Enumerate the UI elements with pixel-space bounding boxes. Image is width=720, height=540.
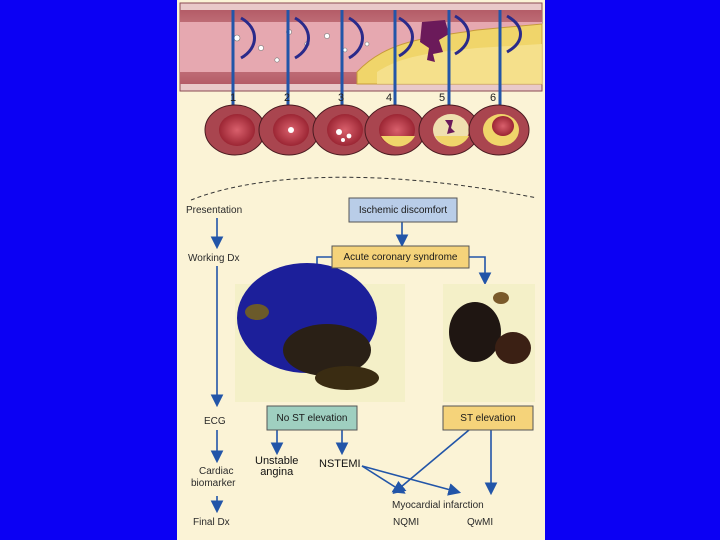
acs-box: Acute coronary syndrome	[343, 251, 458, 263]
figure-panel: 1 2 3 4 5 6 Presentation Working Dx ECG …	[177, 0, 545, 540]
presentation-label: Presentation	[186, 205, 243, 216]
cross-sections	[204, 104, 530, 156]
angioscopy-photo-left	[235, 263, 405, 402]
unstable-label: Unstable	[255, 455, 299, 467]
stage-number-1: 1	[230, 92, 237, 104]
cross-section-4	[364, 104, 426, 156]
unstable-angina-label: Unstable angina	[255, 456, 298, 478]
qwmi-label: QwMI	[467, 517, 494, 528]
acs-diagram	[179, 2, 543, 514]
myocardial-infarction-label: Myocardial infarction	[392, 500, 484, 511]
working-dx-label: Working Dx	[188, 253, 240, 264]
cross-section-3	[312, 104, 374, 156]
stage-number-4: 4	[386, 92, 393, 104]
cardiac-label: Cardiac	[199, 466, 234, 477]
nqmi-label: NQMI	[393, 517, 420, 528]
st-elevation-box: ST elevation	[460, 412, 516, 424]
cardiac-biomarker-label: Cardiac biomarker	[191, 466, 235, 490]
biomarker-label: biomarker	[191, 478, 236, 489]
cross-section-1	[204, 104, 266, 156]
angioscopy-photo-right	[443, 284, 535, 402]
stage-number-3: 3	[338, 92, 345, 104]
ecg-label: ECG	[204, 416, 226, 427]
artery-longitudinal	[179, 2, 543, 118]
no-st-elevation-box: No ST elevation	[276, 412, 348, 424]
ischemic-discomfort-box: Ischemic discomfort	[358, 204, 448, 216]
nstemi-label: NSTEMI	[319, 458, 361, 470]
cross-section-6	[468, 104, 530, 156]
final-dx-label: Final Dx	[193, 517, 230, 528]
stage-number-5: 5	[439, 92, 446, 104]
stage-number-2: 2	[284, 92, 291, 104]
cross-section-2	[258, 104, 320, 156]
angina-label: angina	[260, 466, 294, 478]
cross-section-5	[418, 104, 480, 156]
stage-number-6: 6	[490, 92, 497, 104]
